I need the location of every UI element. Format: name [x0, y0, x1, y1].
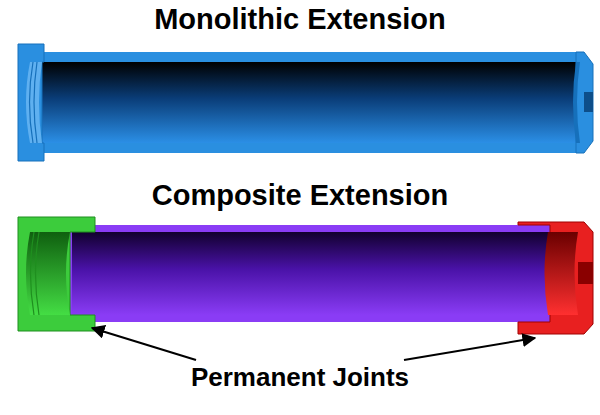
groove — [30, 62, 34, 143]
heading-label: Composite Extension — [0, 178, 600, 213]
groove — [34, 62, 37, 143]
tube-wall — [70, 225, 550, 322]
end-bore — [573, 62, 580, 143]
flange — [18, 44, 44, 161]
tube-bore — [42, 62, 578, 143]
leader-arrow — [404, 338, 535, 360]
right-cap — [518, 222, 593, 334]
groove — [31, 232, 35, 315]
coupling-bore — [26, 232, 70, 315]
end-hole — [584, 92, 593, 112]
cap-hole — [578, 262, 593, 284]
cap-bore — [545, 232, 579, 315]
composite-tube — [18, 217, 593, 334]
monolithic-tube — [18, 44, 593, 161]
callout-label: Permanent Joints — [0, 362, 600, 393]
groove — [36, 232, 40, 315]
leader-arrow — [92, 328, 196, 360]
heading-label: Monolithic Extension — [0, 2, 600, 37]
tube-bore — [72, 232, 548, 315]
flange-face — [26, 62, 42, 143]
tube-wall — [40, 52, 580, 153]
left-coupling — [18, 217, 95, 331]
